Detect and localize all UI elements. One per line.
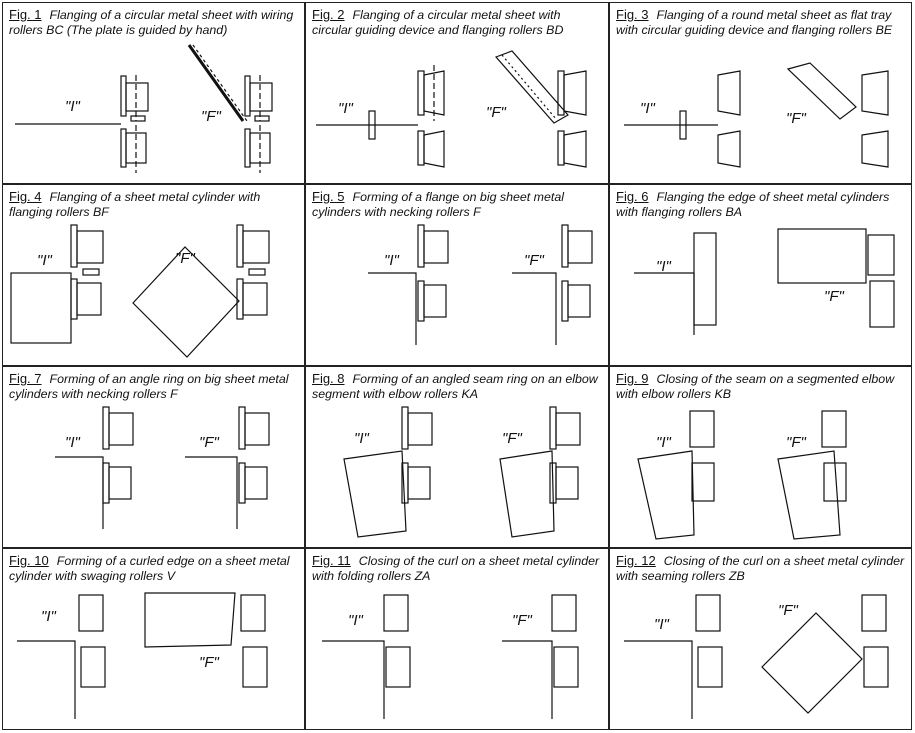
label-final: "F" [778, 602, 798, 619]
lower-roller-final [557, 130, 587, 168]
figure-description: Closing of the seam on a segmented elbow… [616, 372, 895, 401]
figure-number: Fig. 9 [616, 371, 649, 386]
figure-description: Flanging of a circular metal sheet with … [312, 8, 564, 37]
label-final: "F" [199, 654, 219, 671]
label-final: "F" [524, 252, 544, 269]
label-final: "F" [786, 110, 806, 127]
diagram-2: "I" "F" [316, 50, 587, 168]
label-final: "F" [502, 430, 522, 447]
diagram-6: "I" "F" [634, 228, 895, 335]
label-initial: "I" [65, 434, 80, 451]
tilted-sheet-guide [494, 50, 569, 124]
diagram-11: "I" "F" [322, 594, 579, 719]
diagram-3: "I" "F" [624, 62, 889, 168]
diagram-10: "I" "F" [17, 592, 268, 719]
label-final: "F" [786, 434, 806, 451]
label-initial: "I" [640, 100, 655, 117]
figure-description: Closing of the curl on a sheet metal cyl… [616, 554, 905, 583]
label-final: "F" [175, 250, 195, 267]
figure-description: Flanging of a sheet metal cylinder with … [9, 190, 261, 219]
label-final: "F" [824, 288, 844, 305]
figure-description: Flanging of a round metal sheet as flat … [616, 8, 893, 37]
upper-roller [120, 75, 149, 121]
tilted-sheet [187, 44, 245, 122]
upper-roller [417, 65, 445, 121]
label-final: "F" [512, 612, 532, 629]
figure-number: Fig. 2 [312, 7, 345, 22]
lower-roller [120, 125, 147, 173]
lower-roller [417, 130, 445, 168]
figure-number: Fig. 4 [9, 189, 42, 204]
diagram-5: "I" "F" [368, 224, 593, 345]
label-initial: "I" [348, 612, 363, 629]
figure-number: Fig. 3 [616, 7, 649, 22]
figure-description: Forming of a flange on big sheet metal c… [312, 190, 564, 219]
figure-number: Fig. 5 [312, 189, 345, 204]
diagram-12: "I" "F" [624, 594, 889, 719]
upper-roller-final [557, 70, 587, 116]
label-initial: "I" [37, 252, 52, 269]
cylinder [10, 272, 72, 344]
label-initial: "I" [65, 98, 80, 115]
figure-description: Closing of the curl on a sheet metal cyl… [312, 554, 600, 583]
figure-description: Forming of a curled edge on a sheet meta… [9, 554, 290, 583]
figure-number: Fig. 8 [312, 371, 345, 386]
label-final: "F" [486, 104, 506, 121]
diagram-9: "I" "F" [637, 410, 847, 540]
upper-roller-final [244, 75, 273, 121]
figure-description: Flanging the edge of sheet metal cylinde… [616, 190, 890, 219]
figure-number: Fig. 1 [9, 7, 42, 22]
label-initial: "I" [338, 100, 353, 117]
figure-description: Forming of an angle ring on big sheet me… [9, 372, 289, 401]
label-initial: "I" [656, 258, 671, 275]
figure-number: Fig. 7 [9, 371, 42, 386]
tilted-cylinder [132, 246, 240, 358]
figure-description: Forming of an angled seam ring on an elb… [312, 372, 598, 401]
diagram-4: "I" "F" [10, 224, 270, 358]
label-initial: "I" [656, 434, 671, 451]
figure-description: Flanging of a circular metal sheet with … [9, 8, 294, 37]
label-final: "F" [199, 434, 219, 451]
label-initial: "I" [384, 252, 399, 269]
diagram-1: "I" "F" [15, 44, 273, 173]
label-initial: "I" [41, 608, 56, 625]
lower-roller-final [244, 125, 271, 173]
roller-tip [130, 115, 146, 122]
diagram-8: "I" "F" [343, 406, 581, 538]
label-initial: "I" [354, 430, 369, 447]
diagram-7: "I" "F" [55, 406, 270, 529]
figure-number: Fig. 6 [616, 189, 649, 204]
label-final: "F" [201, 108, 221, 125]
label-initial: "I" [654, 616, 669, 633]
figure-number: Fig. 10 [9, 553, 49, 568]
guiding-device [368, 110, 376, 140]
figure-number: Fig. 12 [616, 553, 656, 568]
figure-number: Fig. 11 [312, 553, 351, 568]
